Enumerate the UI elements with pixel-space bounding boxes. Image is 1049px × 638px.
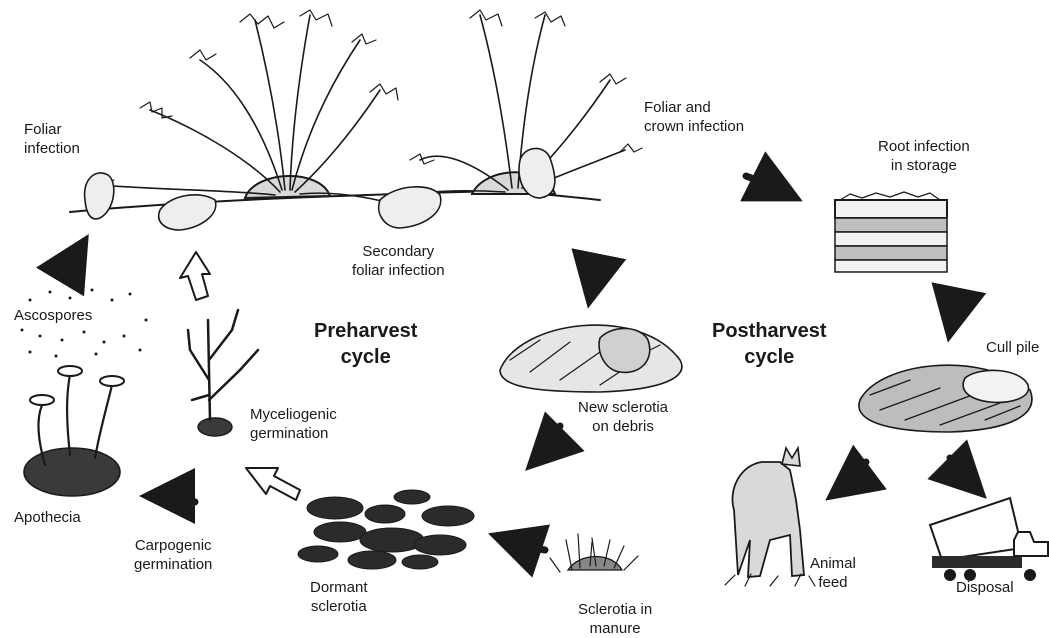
title-postharvest-cycle: Postharvest cycle (712, 318, 827, 370)
label-ascospores: Ascospores (14, 306, 92, 325)
label-foliar-crown-infection: Foliar and crown infection (644, 98, 744, 136)
hollow-arrow-dormant-to-myceliogenic (246, 468, 300, 500)
myceliogenic-germination-illustration (188, 310, 258, 436)
manure-illustration (550, 534, 638, 572)
label-dormant-sclerotia: Dormant sclerotia (310, 578, 368, 616)
horse-illustration (725, 448, 815, 586)
label-foliar-infection: Foliar infection (24, 120, 80, 158)
label-root-infection-storage: Root infection in storage (878, 137, 970, 175)
label-myceliogenic-germination: Myceliogenic germination (250, 405, 337, 443)
storage-crate-illustration (835, 192, 947, 272)
label-new-sclerotia-debris: New sclerotia on debris (578, 398, 668, 436)
debris-pile-illustration (500, 325, 682, 392)
arrow-to-cull-pile (940, 292, 953, 322)
label-disposal: Disposal (956, 578, 1014, 597)
arrow-to-disposal (950, 458, 972, 484)
arrow-to-animal-feed (842, 462, 866, 488)
label-sclerotia-in-manure: Sclerotia in manure (578, 600, 652, 638)
label-carpogenic-germination: Carpogenic germination (134, 536, 212, 574)
dormant-sclerotia-illustration (298, 490, 474, 569)
label-secondary-foliar-infection: Secondary foliar infection (352, 242, 445, 280)
carrot-plants-illustration (70, 10, 642, 230)
arrow-from-debris (540, 426, 560, 456)
title-preharvest-cycle: Preharvest cycle (314, 318, 417, 370)
hollow-arrow-myceliogenic-up (180, 252, 210, 300)
label-apothecia: Apothecia (14, 508, 81, 527)
cull-pile-illustration (859, 365, 1032, 432)
label-cull-pile: Cull pile (986, 338, 1039, 357)
arrow-to-apothecia (160, 496, 195, 502)
arrow-to-storage (746, 176, 784, 192)
arrow-to-foliar-infection (71, 252, 78, 282)
label-animal-feed: Animal feed (810, 554, 856, 592)
disposal-truck-illustration (930, 498, 1048, 581)
arrow-to-debris (580, 256, 593, 288)
apothecia-illustration (24, 366, 124, 496)
arrow-to-dormant-sclerotia (508, 540, 545, 550)
